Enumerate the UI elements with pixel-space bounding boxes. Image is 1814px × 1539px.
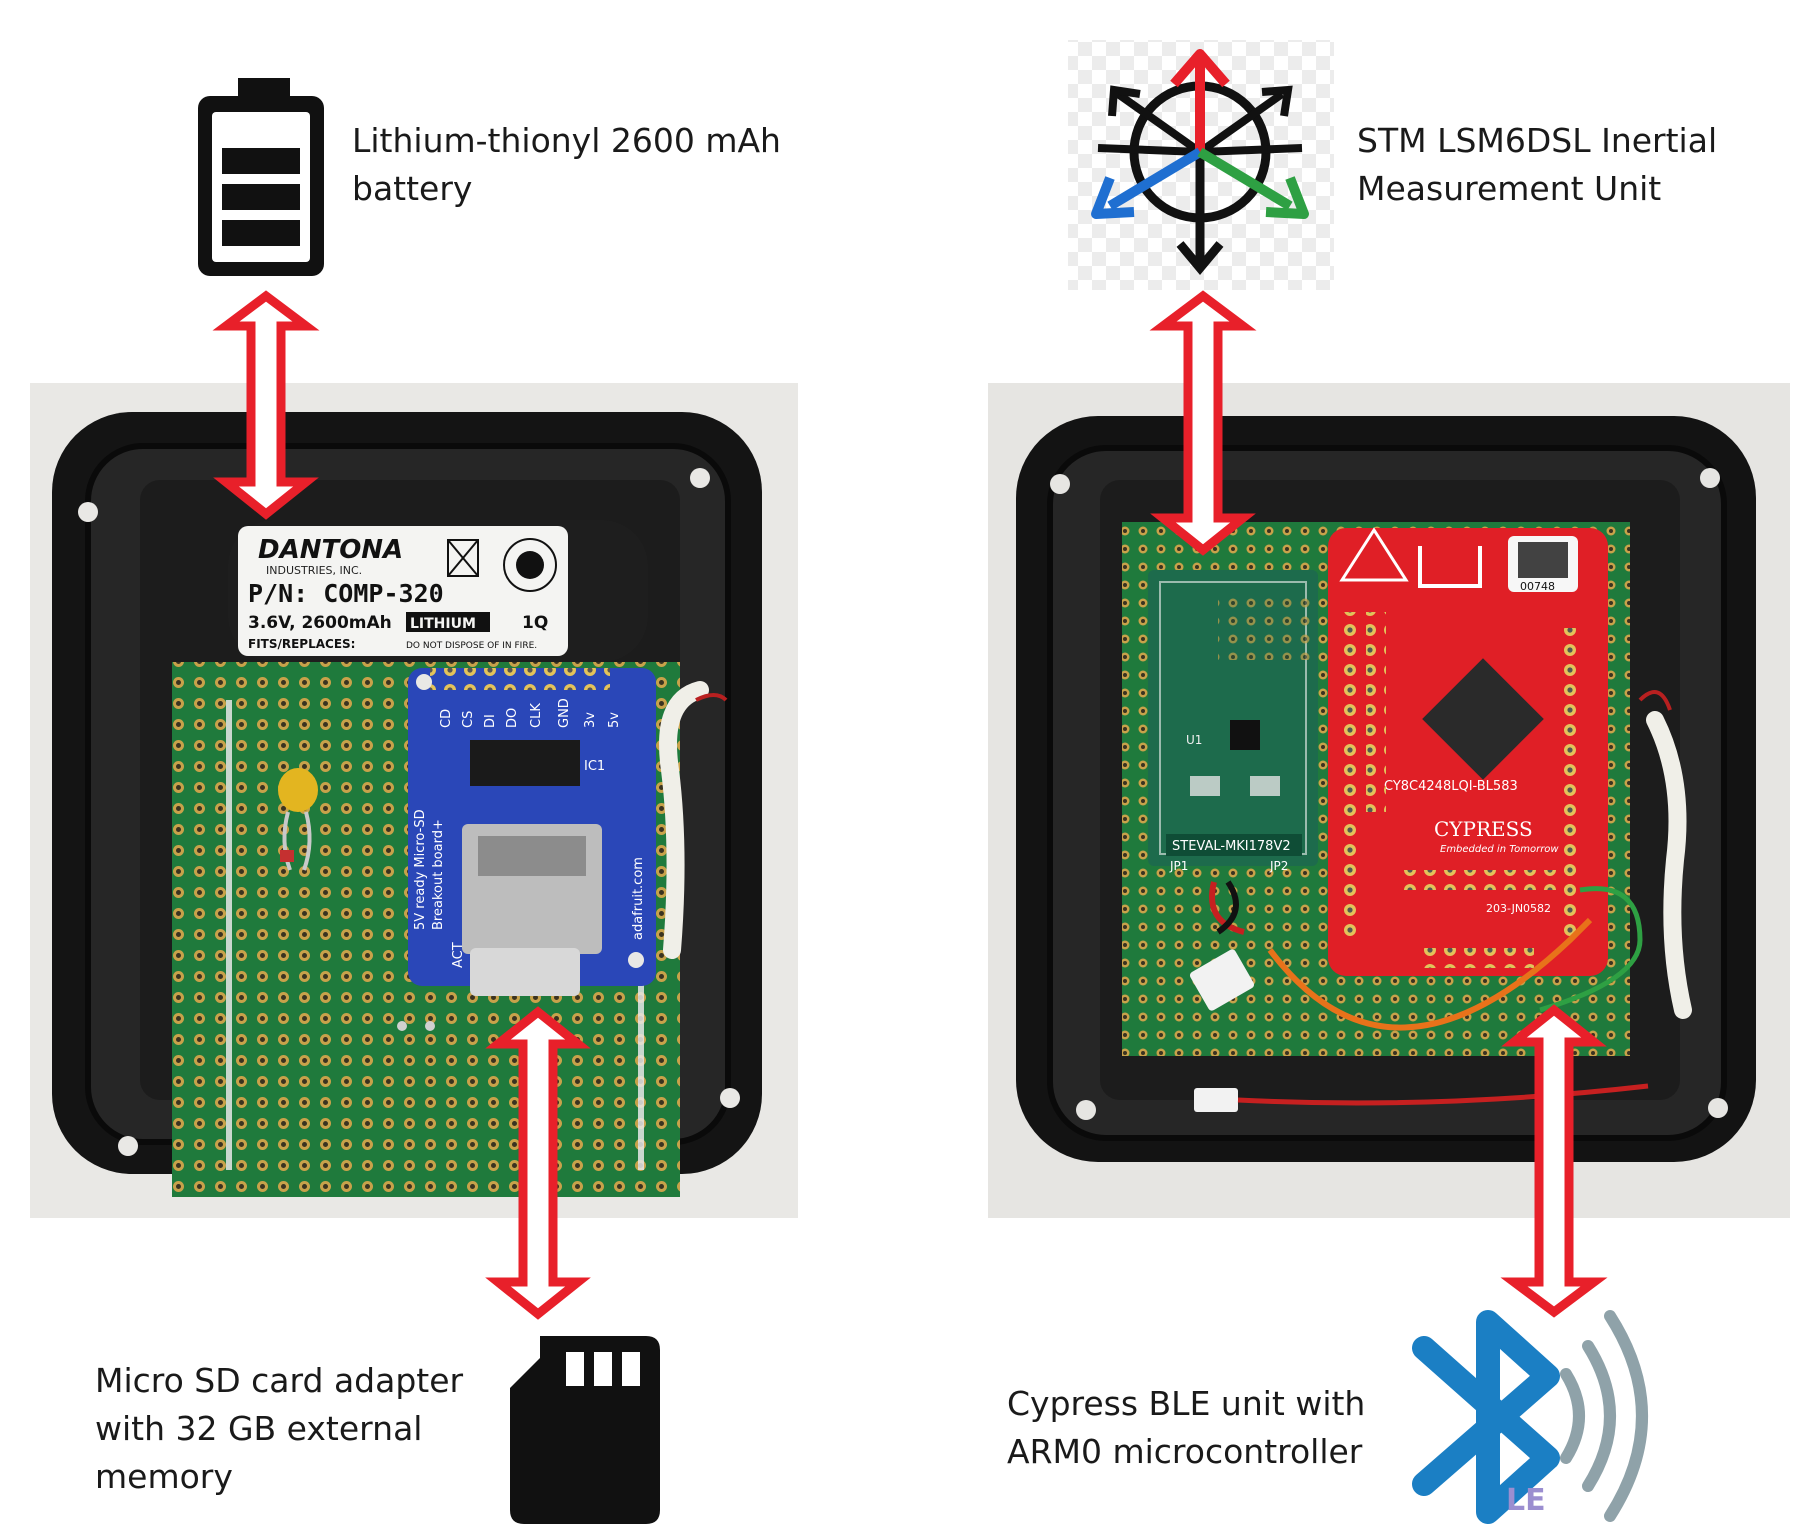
- ble-brand: CYPRESS: [1434, 817, 1533, 841]
- label-sd: Micro SD card adapter with 32 GB externa…: [95, 1357, 463, 1501]
- ble-le-badge: LE: [1506, 1483, 1546, 1518]
- imu-chip: [1230, 720, 1260, 750]
- antenna-trace: [1418, 546, 1482, 588]
- pin-header: [1340, 612, 1364, 942]
- battery-chemistry: LITHIUM: [410, 616, 476, 632]
- pin-label: DO: [505, 708, 520, 728]
- arrow-ble: [1500, 1004, 1608, 1318]
- pin-header: [1556, 628, 1578, 938]
- imu-axes-icon: [1068, 40, 1334, 290]
- screw-hole: [720, 1088, 740, 1108]
- sd-board-subtitle: Breakout board+: [431, 819, 446, 930]
- battery-warning: DO NOT DISPOSE OF IN FIRE.: [406, 641, 537, 651]
- label-imu-line1: STM LSM6DSL Inertial: [1357, 121, 1718, 160]
- screw-hole: [690, 468, 710, 488]
- label-ble: Cypress BLE unit with ARM0 microcontroll…: [1007, 1380, 1365, 1476]
- label-imu: STM LSM6DSL Inertial Measurement Unit: [1357, 117, 1717, 213]
- bluetooth-le-icon: LE: [1412, 1310, 1648, 1524]
- screw-hole: [1050, 474, 1070, 494]
- ble-cert: 203-JN0582: [1486, 902, 1551, 915]
- imu-jp2: JP2: [1269, 859, 1288, 873]
- ble-serial: 00748: [1520, 580, 1555, 593]
- arrow-battery: [212, 290, 320, 520]
- screw-hole: [118, 1136, 138, 1156]
- battery-spec: 3.6V, 2600mAh: [248, 613, 392, 633]
- act-label: ACT: [451, 942, 466, 968]
- ic-label: IC1: [584, 759, 605, 774]
- wire-green: [1539, 886, 1643, 1013]
- ble-chip-label: CY8C4248LQI-BL583: [1384, 779, 1518, 794]
- label-battery: Lithium-thionyl 2600 mAh battery: [352, 117, 781, 213]
- pin-label: CLK: [529, 703, 544, 728]
- pin-header: [1424, 948, 1534, 968]
- label-sd-line3: memory: [95, 1457, 233, 1496]
- wire-white: [659, 681, 709, 959]
- battery-code: 1Q: [522, 613, 548, 633]
- ble-tagline: Embedded in Tomorrow: [1440, 844, 1559, 855]
- battery-icon: [198, 78, 324, 276]
- screw-hole: [1700, 468, 1720, 488]
- battery-brand: DANTONA: [258, 535, 403, 565]
- pin-header: [1366, 612, 1386, 812]
- sd-card-icon: [510, 1336, 660, 1524]
- pin-header: [430, 668, 610, 690]
- sd-breakout-board: CD CS DI DO CLK GND 3v 5v IC1 5V ready M…: [408, 668, 656, 996]
- label-sd-line2: with 32 GB external: [95, 1409, 423, 1448]
- pin-label: 5v: [607, 712, 622, 728]
- battery-part-number: P/N: COMP-320: [248, 579, 444, 608]
- imu-u1: U1: [1186, 733, 1202, 747]
- sd-board-brand: adafruit.com: [631, 857, 646, 940]
- sd-board-title: 5V ready Micro-SD: [413, 809, 428, 930]
- label-ble-line2: ARM0 microcontroller: [1007, 1432, 1363, 1471]
- screw-hole: [78, 502, 98, 522]
- wire-white: [1646, 711, 1692, 1019]
- arrow-sd: [485, 1006, 591, 1320]
- battery-fits: FITS/REPLACES:: [248, 637, 355, 651]
- wire-orange: [1267, 917, 1593, 1031]
- jst-connector: [1189, 949, 1255, 1011]
- pin-label: CD: [439, 709, 454, 728]
- level-shifter-chip: [470, 740, 580, 786]
- label-ble-line1: Cypress BLE unit with: [1007, 1384, 1366, 1423]
- arrow-imu: [1149, 290, 1257, 556]
- jst-connector: [1194, 1088, 1238, 1112]
- photo-right: U1 STEVAL-MKI178V2 JP1 JP2 00748 CY8C424…: [988, 383, 1790, 1218]
- ble-board: 00748 CY8C4248LQI-BL583 CYPRESS Embedded…: [1328, 527, 1608, 976]
- label-battery-line1: Lithium-thionyl 2600 mAh: [352, 121, 781, 160]
- label-imu-line2: Measurement Unit: [1357, 169, 1662, 208]
- recycle-seal-icon: [503, 538, 557, 592]
- pin-label: GND: [557, 698, 572, 728]
- capacitor: [278, 768, 318, 812]
- label-sd-line1: Micro SD card adapter: [95, 1361, 464, 1400]
- battery-cell: DANTONA INDUSTRIES, INC. P/N: COMP-320 3…: [228, 520, 648, 662]
- screw-hole: [1076, 1100, 1096, 1120]
- psoc-chip: [1422, 658, 1544, 780]
- micro-sd-card: [470, 948, 580, 996]
- label-battery-line2: battery: [352, 169, 473, 208]
- imu-jp1: JP1: [1169, 859, 1188, 873]
- pin-label: CS: [461, 711, 476, 728]
- esd-warning-icon: [1339, 527, 1409, 582]
- photo-left: DANTONA INDUSTRIES, INC. P/N: COMP-320 3…: [30, 383, 798, 1218]
- pin-label: 3v: [583, 712, 598, 728]
- wire-black: [1216, 880, 1239, 935]
- imu-board: U1 STEVAL-MKI178V2 JP1 JP2: [1148, 570, 1318, 873]
- wire-red: [1209, 881, 1245, 935]
- screw-hole: [1708, 1098, 1728, 1118]
- pin-header: [1400, 870, 1580, 890]
- recycle-bin-icon: [447, 539, 479, 577]
- imu-board-name: STEVAL-MKI178V2: [1172, 839, 1291, 854]
- battery-brand-sub: INDUSTRIES, INC.: [266, 564, 362, 577]
- pin-label: DI: [483, 714, 498, 728]
